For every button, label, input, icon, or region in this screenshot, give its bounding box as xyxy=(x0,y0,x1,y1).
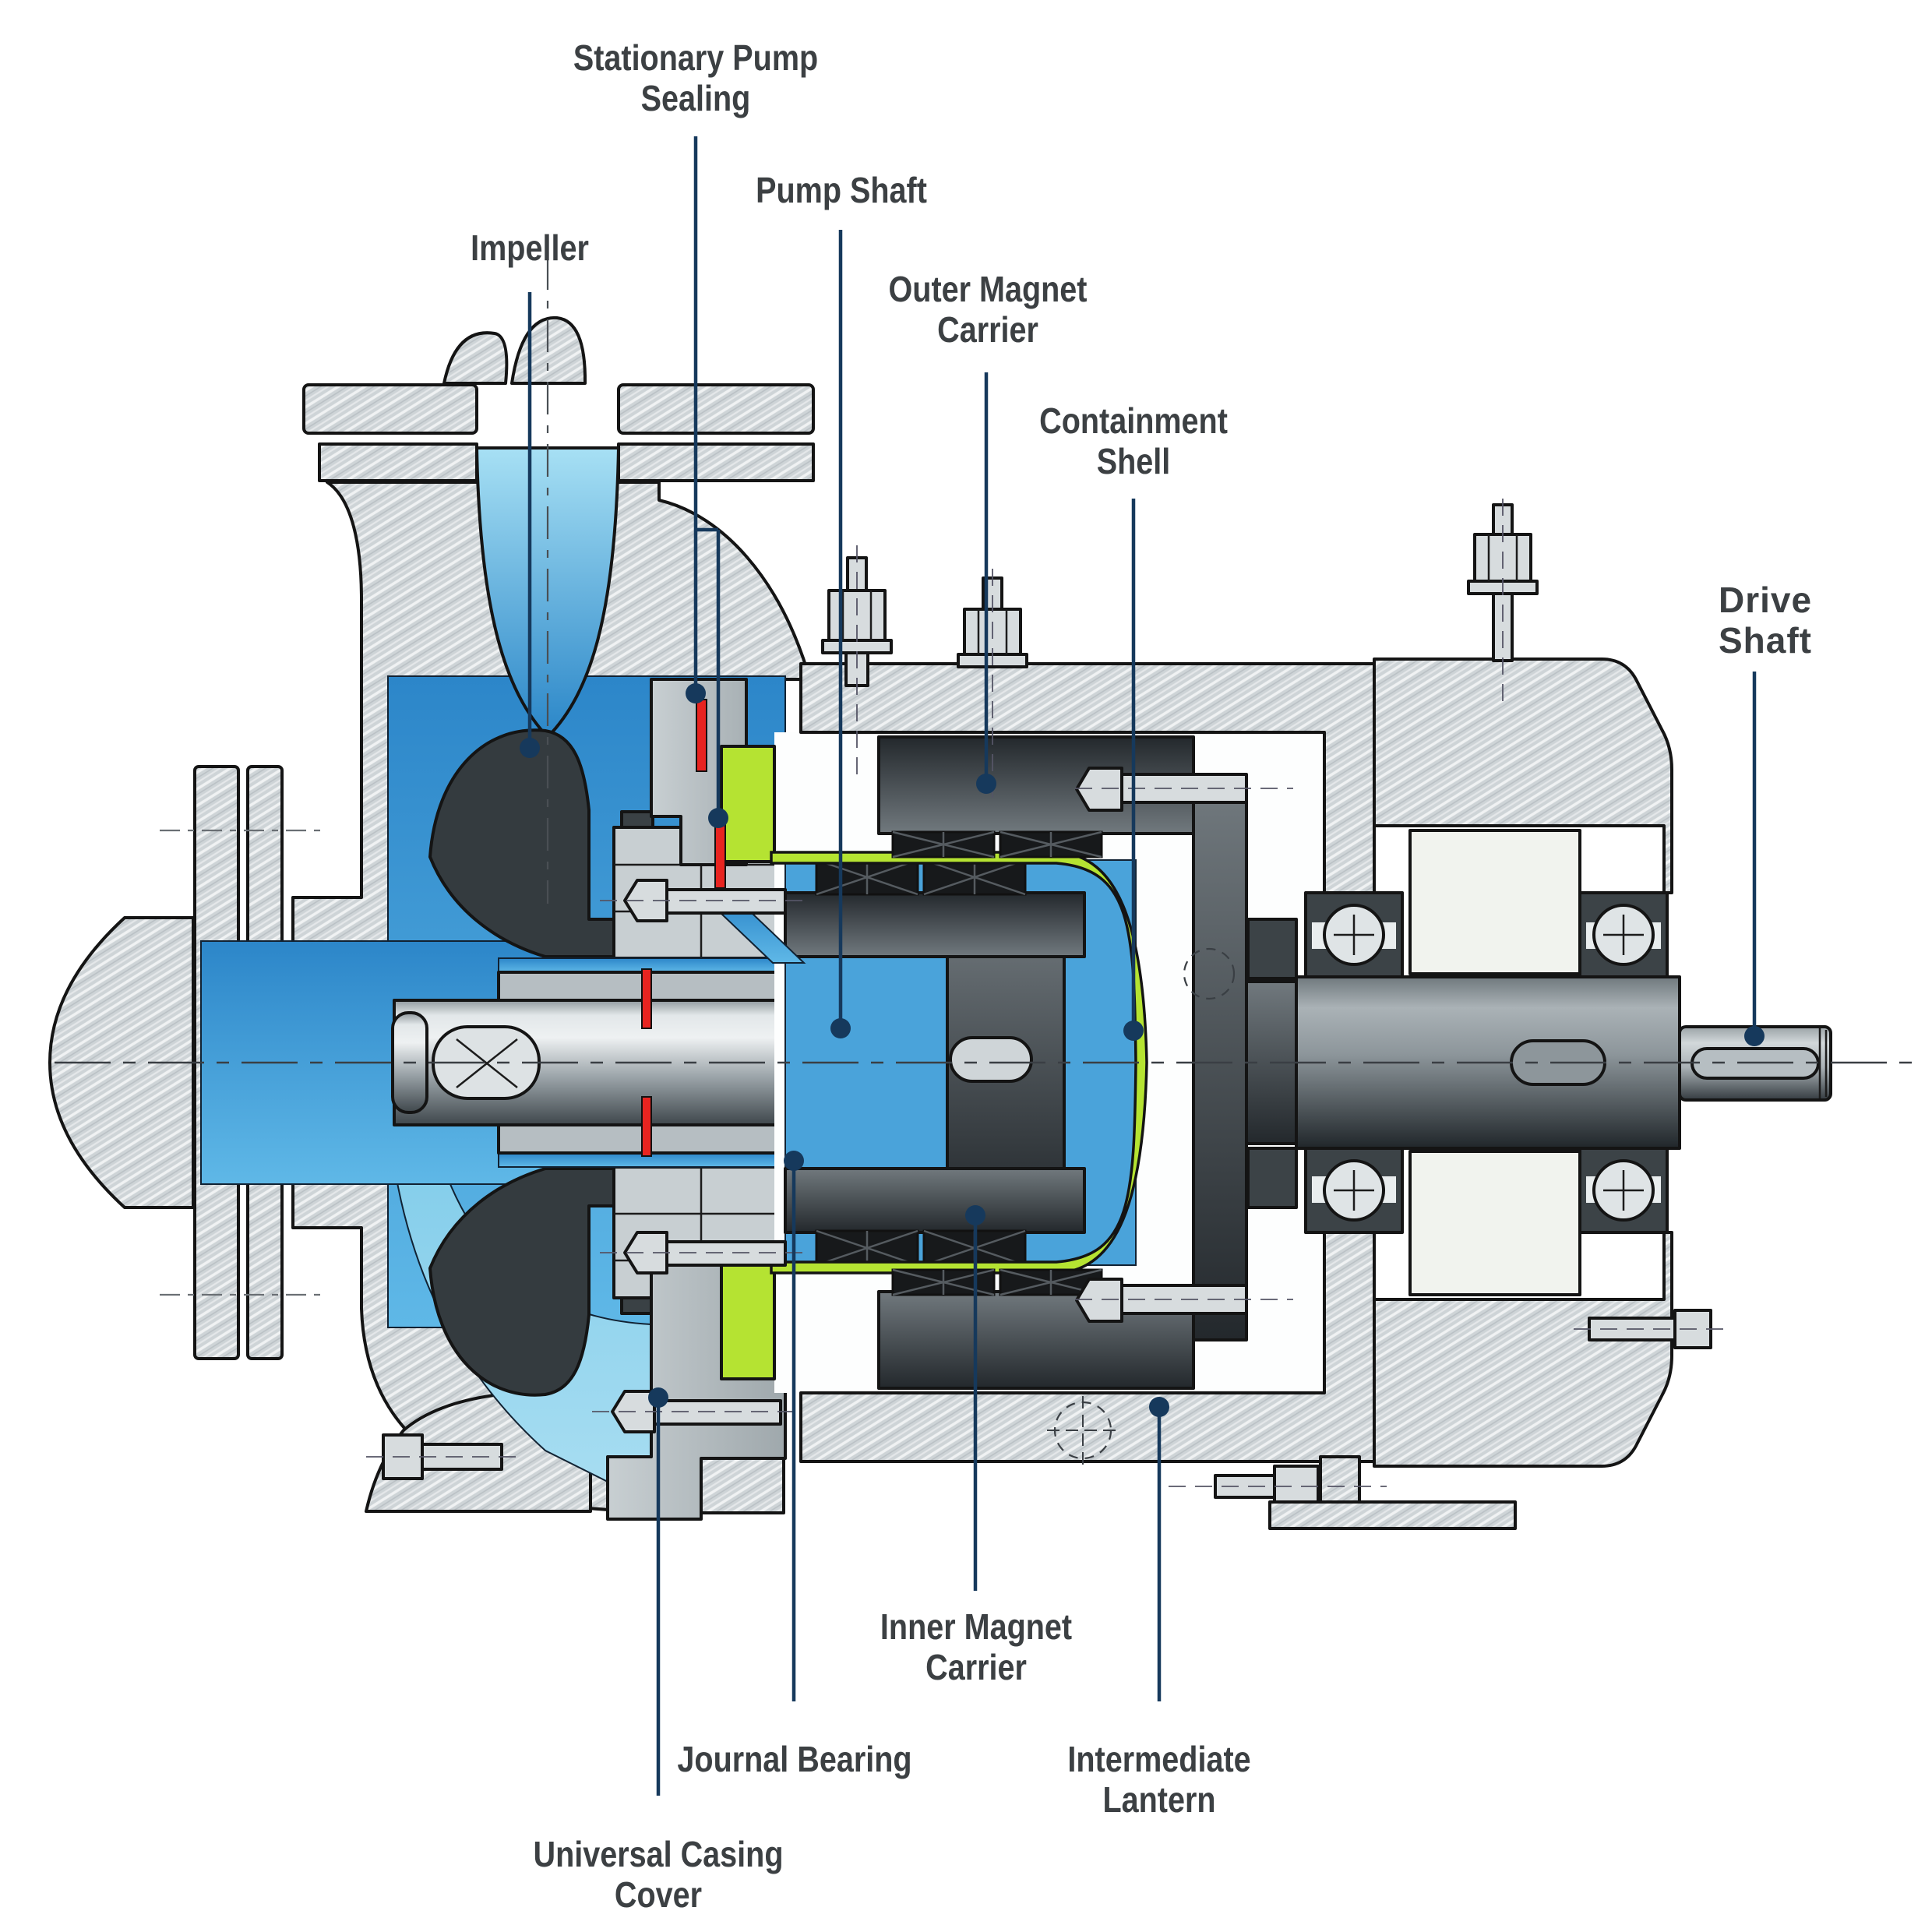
horizontal-bolt xyxy=(611,1390,782,1433)
ball-bearing xyxy=(1304,891,1404,980)
horizontal-bolt xyxy=(623,879,787,922)
leader-dot-inner-magnet-carrier xyxy=(965,1205,985,1225)
leader-dot-stationary-pump-sealing xyxy=(686,683,706,703)
leader-dot-containment-shell xyxy=(1123,1021,1144,1041)
suction-flange xyxy=(48,765,327,1360)
leader-containment-shell xyxy=(1123,499,1144,1041)
hub-keyway xyxy=(949,1036,1033,1083)
ball-bearings xyxy=(1304,891,1669,1234)
construction-lines xyxy=(55,257,1924,1487)
leader-dot-impeller xyxy=(520,738,540,758)
discharge-flange-plate xyxy=(617,383,815,435)
discharge-flange-plate xyxy=(302,383,478,435)
label-outer-magnet-carrier: Outer Magnet Carrier xyxy=(888,269,1088,350)
leader-dot-stationary-pump-sealing xyxy=(708,808,728,828)
impeller-front-shroud xyxy=(428,728,653,958)
leader-intermediate-lantern xyxy=(1149,1397,1169,1701)
ball-bearing xyxy=(1578,891,1669,980)
impeller-back-shroud xyxy=(428,1167,653,1397)
leader-dot-pump-shaft xyxy=(830,1018,851,1038)
horizontal-bolt xyxy=(623,1231,787,1274)
support-foot xyxy=(1268,1455,1517,1530)
seal-carrier xyxy=(1246,918,1298,980)
leader-dot-drive-shaft xyxy=(1744,1026,1765,1046)
label-pump-shaft: Pump Shaft xyxy=(756,170,927,210)
label-containment-shell: Containment Shell xyxy=(1039,400,1228,481)
leader-journal-bearing xyxy=(784,1151,804,1701)
shell-flange-upper xyxy=(720,745,776,863)
label-intermediate-lantern: Intermediate Lantern xyxy=(1067,1739,1251,1820)
leader-outer-magnet-carrier xyxy=(976,372,996,794)
leader-dot-outer-magnet-carrier xyxy=(976,774,996,794)
leader-dot-intermediate-lantern xyxy=(1149,1397,1169,1417)
ball-bearing xyxy=(1304,1145,1404,1234)
leader-dot-universal-casing-cover xyxy=(648,1387,668,1408)
ball-bearing xyxy=(1578,1145,1669,1234)
inner-carrier-arm-upper xyxy=(784,891,1086,958)
leader-stationary-pump-sealing xyxy=(686,136,728,828)
bolt-axes xyxy=(366,788,1729,1487)
seal-carrier xyxy=(1246,1147,1298,1209)
leader-pump-shaft xyxy=(830,230,851,1038)
bolt-axes xyxy=(856,499,1504,802)
leader-impeller xyxy=(520,292,540,758)
flange-boss xyxy=(442,331,509,385)
label-journal-bearing: Journal Bearing xyxy=(677,1739,912,1779)
leader-drive-shaft xyxy=(1744,672,1765,1046)
flange-bolt-centerline xyxy=(160,829,327,1296)
label-impeller: Impeller xyxy=(471,227,589,268)
ghost-bolt-circle xyxy=(1183,947,1236,1000)
discharge-flange-plate xyxy=(617,442,815,482)
label-universal-casing-cover: Universal Casing Cover xyxy=(533,1834,784,1915)
inner-carrier-arm-lower xyxy=(784,1167,1086,1234)
outer-magnets xyxy=(891,830,1103,1296)
leader-dot-journal-bearing xyxy=(784,1151,804,1171)
label-inner-magnet-carrier: Inner Magnet Carrier xyxy=(880,1606,1073,1687)
leader-inner-magnet-carrier xyxy=(965,1205,985,1591)
leader-universal-casing-cover xyxy=(648,1387,668,1796)
bearing-spacer-upper xyxy=(1408,829,1581,975)
label-stationary-pump-sealing: Stationary Pump Sealing xyxy=(573,37,819,118)
label-drive-shaft: Drive Shaft xyxy=(1719,580,1813,661)
suction-pipe-dome xyxy=(48,916,195,1209)
